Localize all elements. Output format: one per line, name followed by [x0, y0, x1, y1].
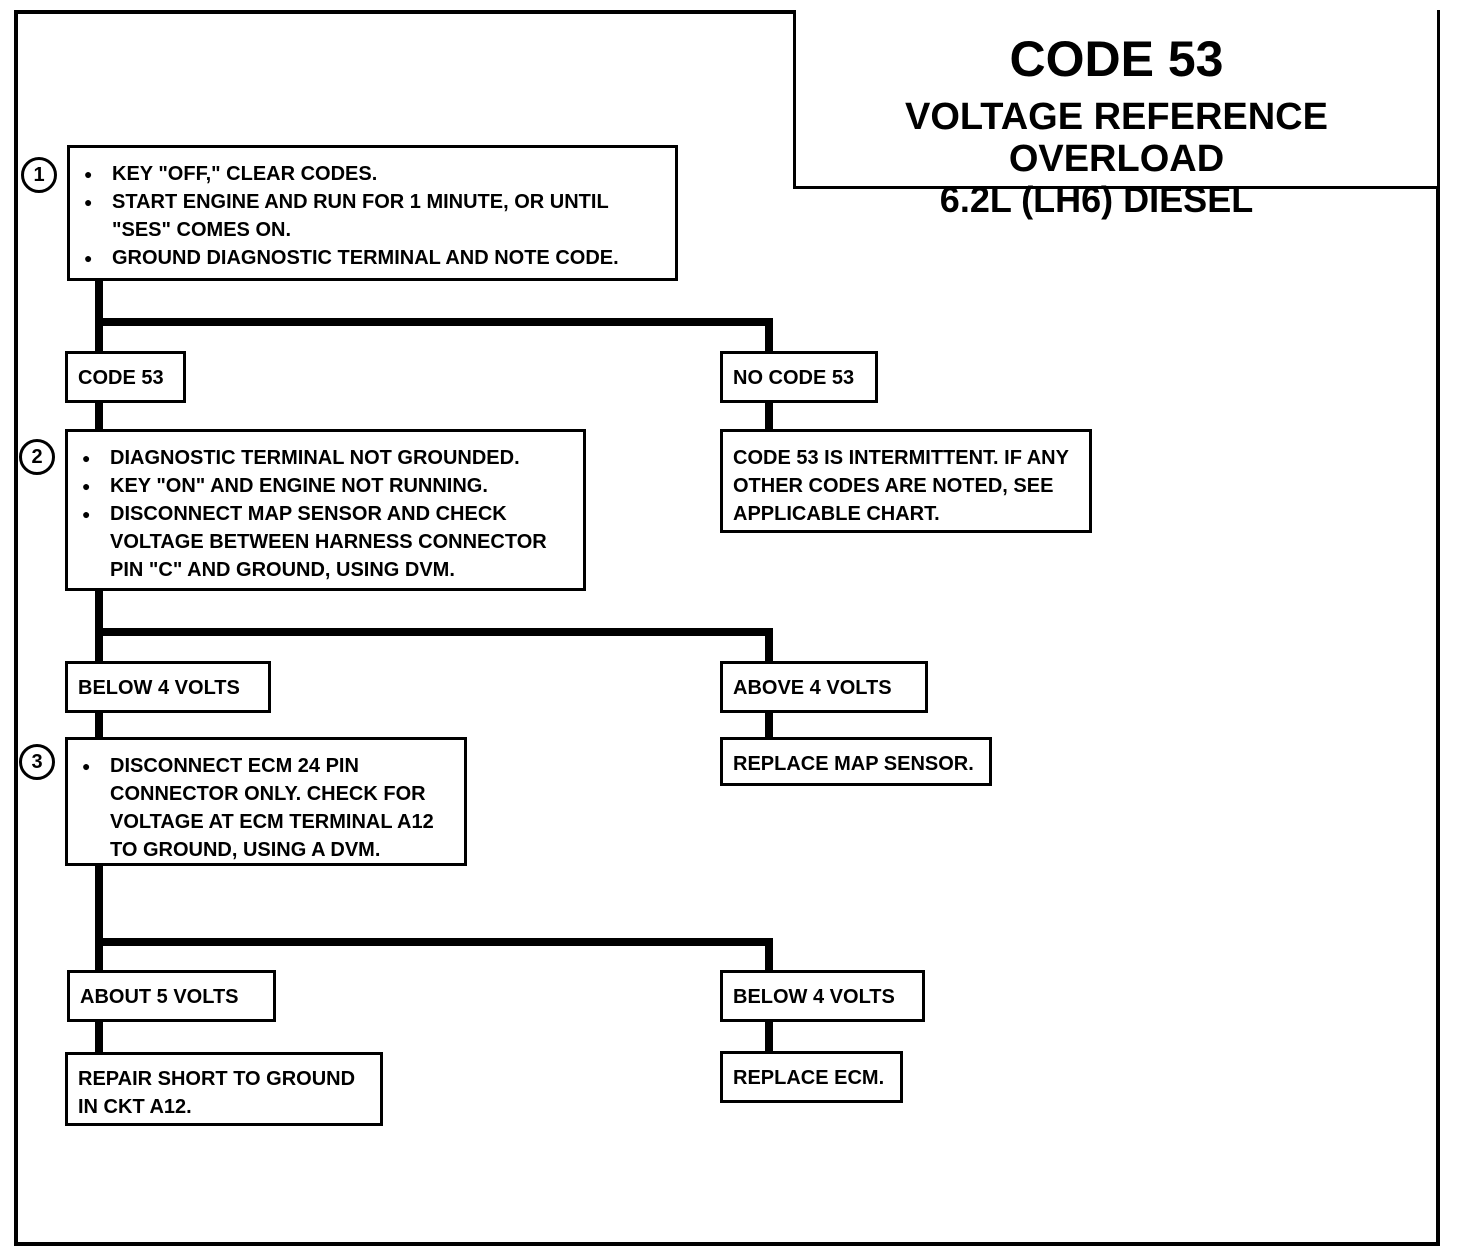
step-2-box: DIAGNOSTIC TERMINAL NOT GROUNDED. KEY "O… — [65, 429, 586, 591]
step-1-bullet: GROUND DIAGNOSTIC TERMINAL AND NOTE CODE… — [80, 244, 665, 272]
replace-ecm-box: REPLACE ECM. — [720, 1051, 903, 1103]
step-2-bullet: DIAGNOSTIC TERMINAL NOT GROUNDED. — [78, 444, 573, 472]
branch-no-code-53: NO CODE 53 — [720, 351, 878, 403]
connector-line — [95, 628, 773, 636]
step-2-bullet: KEY "ON" AND ENGINE NOT RUNNING. — [78, 472, 573, 500]
replace-map-sensor-box: REPLACE MAP SENSOR. — [720, 737, 992, 786]
step-3-bullet: DISCONNECT ECM 24 PIN CONNECTOR ONLY. CH… — [78, 752, 454, 864]
branch-above-4-volts: ABOVE 4 VOLTS — [720, 661, 928, 713]
connector-line — [95, 590, 103, 662]
branch-below-4-volts: BELOW 4 VOLTS — [65, 661, 271, 713]
connector-line — [765, 1020, 773, 1052]
connector-line — [95, 938, 773, 946]
title-block: CODE 53 VOLTAGE REFERENCE OVERLOAD 6.2L … — [793, 10, 1440, 220]
repair-short-box: REPAIR SHORT TO GROUND IN CKT A12. — [65, 1052, 383, 1126]
connector-line — [95, 865, 103, 971]
connector-line — [95, 318, 773, 326]
connector-line — [95, 1020, 103, 1053]
step-2-bullet: DISCONNECT MAP SENSOR AND CHECK VOLTAGE … — [78, 500, 573, 584]
connector-line — [765, 712, 773, 740]
step-1-bullet: START ENGINE AND RUN FOR 1 MINUTE, OR UN… — [80, 188, 665, 244]
branch-below-4-volts-ecm: BELOW 4 VOLTS — [720, 970, 925, 1022]
chart-subtitle: VOLTAGE REFERENCE OVERLOAD — [905, 96, 1328, 180]
connector-line — [95, 280, 103, 352]
chart-frame — [14, 10, 1440, 1246]
connector-line — [765, 938, 773, 971]
step-1-bullet: KEY "OFF," CLEAR CODES. — [80, 160, 665, 188]
branch-about-5-volts: ABOUT 5 VOLTS — [67, 970, 276, 1022]
intermittent-box: CODE 53 IS INTERMITTENT. IF ANY OTHER CO… — [720, 429, 1092, 533]
connector-line — [765, 318, 773, 352]
step-1-box: KEY "OFF," CLEAR CODES. START ENGINE AND… — [67, 145, 678, 281]
connector-line — [765, 402, 773, 432]
engine-label: 6.2L (LH6) DIESEL — [939, 179, 1254, 220]
step-number-2: 2 — [19, 439, 55, 475]
chart-code-title: CODE 53 — [1009, 31, 1224, 87]
step-number-3: 3 — [19, 744, 55, 780]
connector-line — [765, 628, 773, 662]
branch-code-53: CODE 53 — [65, 351, 186, 403]
connector-line — [95, 712, 103, 740]
connector-line — [95, 402, 103, 432]
step-3-box: DISCONNECT ECM 24 PIN CONNECTOR ONLY. CH… — [65, 737, 467, 866]
step-number-1: 1 — [21, 157, 57, 193]
